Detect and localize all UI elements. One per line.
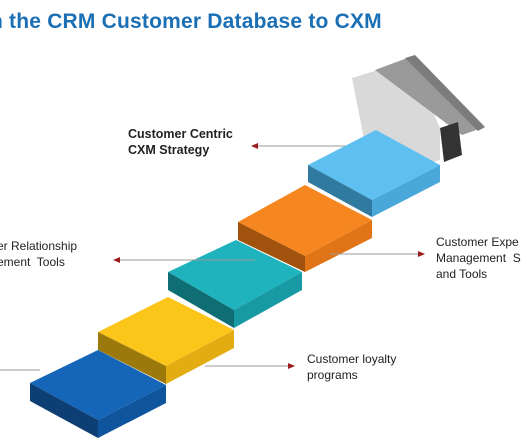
step-4-top: [238, 185, 372, 256]
house-door: [440, 122, 462, 162]
step-2: [98, 297, 234, 384]
step-3-left: [168, 272, 234, 328]
step-2-top: [98, 297, 234, 366]
label-strategy: Customer Centric CXM Strategy: [128, 127, 233, 157]
arrowhead-strategy: [251, 143, 258, 149]
label-relationship: er Relationship ement Tools: [0, 239, 78, 269]
step-5-front: [372, 165, 440, 217]
arrowheads: [113, 143, 425, 369]
step-3-front: [234, 272, 302, 328]
step-3-top: [168, 240, 302, 310]
page-title: n the CRM Customer Database to CXM: [0, 10, 382, 33]
house-roof: [375, 57, 482, 135]
house-roof-edge: [405, 55, 485, 131]
step-4-left: [238, 222, 305, 272]
step-1-front: [98, 385, 166, 438]
label-experience: Customer Expe Management S and Tools: [436, 235, 521, 281]
step-2-front: [166, 330, 234, 384]
label-loyalty: Customer loyalty programs: [307, 352, 397, 382]
house-icon: [352, 55, 485, 180]
step-2-left: [98, 332, 166, 384]
connectors: [0, 145, 420, 371]
step-5-top: [308, 130, 440, 200]
step-5: [308, 130, 440, 217]
step-1: [30, 350, 166, 438]
step-4: [238, 185, 372, 272]
arrowhead-experience: [418, 251, 425, 257]
arrowhead-loyalty: [288, 363, 295, 369]
step-3: [168, 240, 302, 328]
step-1-left: [30, 383, 98, 438]
arrowhead-relationship: [113, 257, 120, 263]
step-4-front: [305, 220, 372, 272]
step-5-left: [308, 165, 372, 217]
